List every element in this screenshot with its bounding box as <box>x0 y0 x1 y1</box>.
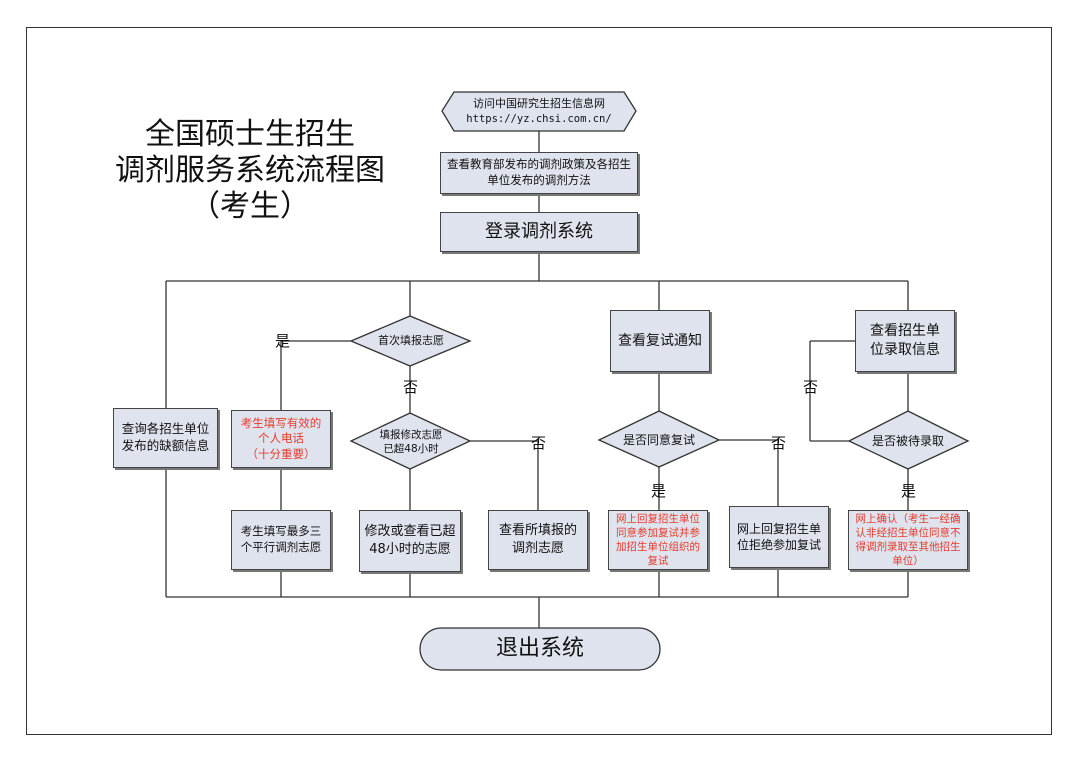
reply-refuse-box: 网上回复招生单位拒绝参加复试 <box>729 506 829 568</box>
hexagon-visit <box>441 91 637 132</box>
visit-site-url: https://yz.chsi.com.cn/ <box>466 112 612 125</box>
confirm-online-box: 网上确认（考生一经确认非经招生单位同意不得调剂录取至其他招生单位） <box>848 510 968 570</box>
view-filled-box: 查看所填报的调剂志愿 <box>488 510 588 570</box>
modify-view-box: 修改或查看已超48小时的志愿 <box>359 510 461 572</box>
waiting-admission-text: 是否被待录取 <box>871 433 944 448</box>
terminator-exit <box>419 627 661 671</box>
policy-box: 查看教育部发布的调剂政策及各招生单位发布的调剂方法 <box>440 152 638 194</box>
diagram-title-line2: 调剂服务系统流程图 <box>115 153 385 188</box>
exit-text: 退出系统 <box>495 636 584 662</box>
login-box: 登录调剂系统 <box>440 212 638 252</box>
fill-phone-line1: 考生填写有效的 <box>240 415 322 430</box>
label-no-modified-48: 否 <box>531 434 547 452</box>
view-retest-box: 查看复试通知 <box>610 310 710 372</box>
diamond-waiting-admission <box>847 410 970 470</box>
diamond-modified-48 <box>349 412 472 470</box>
label-no-waiting-admission: 否 <box>803 378 819 396</box>
first-fill-text: 首次填报志愿 <box>378 333 444 347</box>
fill-phone-box: 考生填写有效的 个人电话 （十分重要） <box>231 410 331 468</box>
label-no-first-fill: 否 <box>403 378 419 396</box>
visit-site-name: 访问中国研究生招生信息网 <box>473 96 605 110</box>
modified-48-line1: 填报修改志愿 <box>379 428 443 441</box>
diamond-agree-retest <box>597 410 721 468</box>
fill-phone-line2: 个人电话 <box>258 431 304 446</box>
label-yes-agree-retest: 是 <box>651 482 667 500</box>
label-yes-waiting-admission: 是 <box>901 482 917 500</box>
view-admission-box: 查看招生单位录取信息 <box>855 310 955 372</box>
agree-retest-text: 是否同意复试 <box>622 432 695 447</box>
query-vacancy-box: 查询各招生单位发布的缺额信息 <box>113 408 218 468</box>
fill-three-box: 考生填写最多三个平行调剂志愿 <box>231 510 331 570</box>
modified-48-line2: 已超48小时 <box>383 443 439 455</box>
reply-agree-box: 网上回复招生单位同意参加复试并参加招生单位组织的复试 <box>608 510 708 570</box>
diagram-title-line1: 全国硕士生招生 <box>145 117 355 152</box>
visit-website-text: 访问中国研究生招生信息网 https://yz.chsi.com.cn/ <box>446 92 632 131</box>
modified-48-text: 填报修改志愿 已超48小时 <box>362 428 460 456</box>
label-no-agree-retest: 否 <box>771 434 787 452</box>
label-yes-first-fill: 是 <box>275 332 291 350</box>
diagram-title-line3: （考生） <box>190 189 310 224</box>
fill-phone-line3: （十分重要） <box>246 446 316 461</box>
diamond-first-fill <box>349 315 472 367</box>
